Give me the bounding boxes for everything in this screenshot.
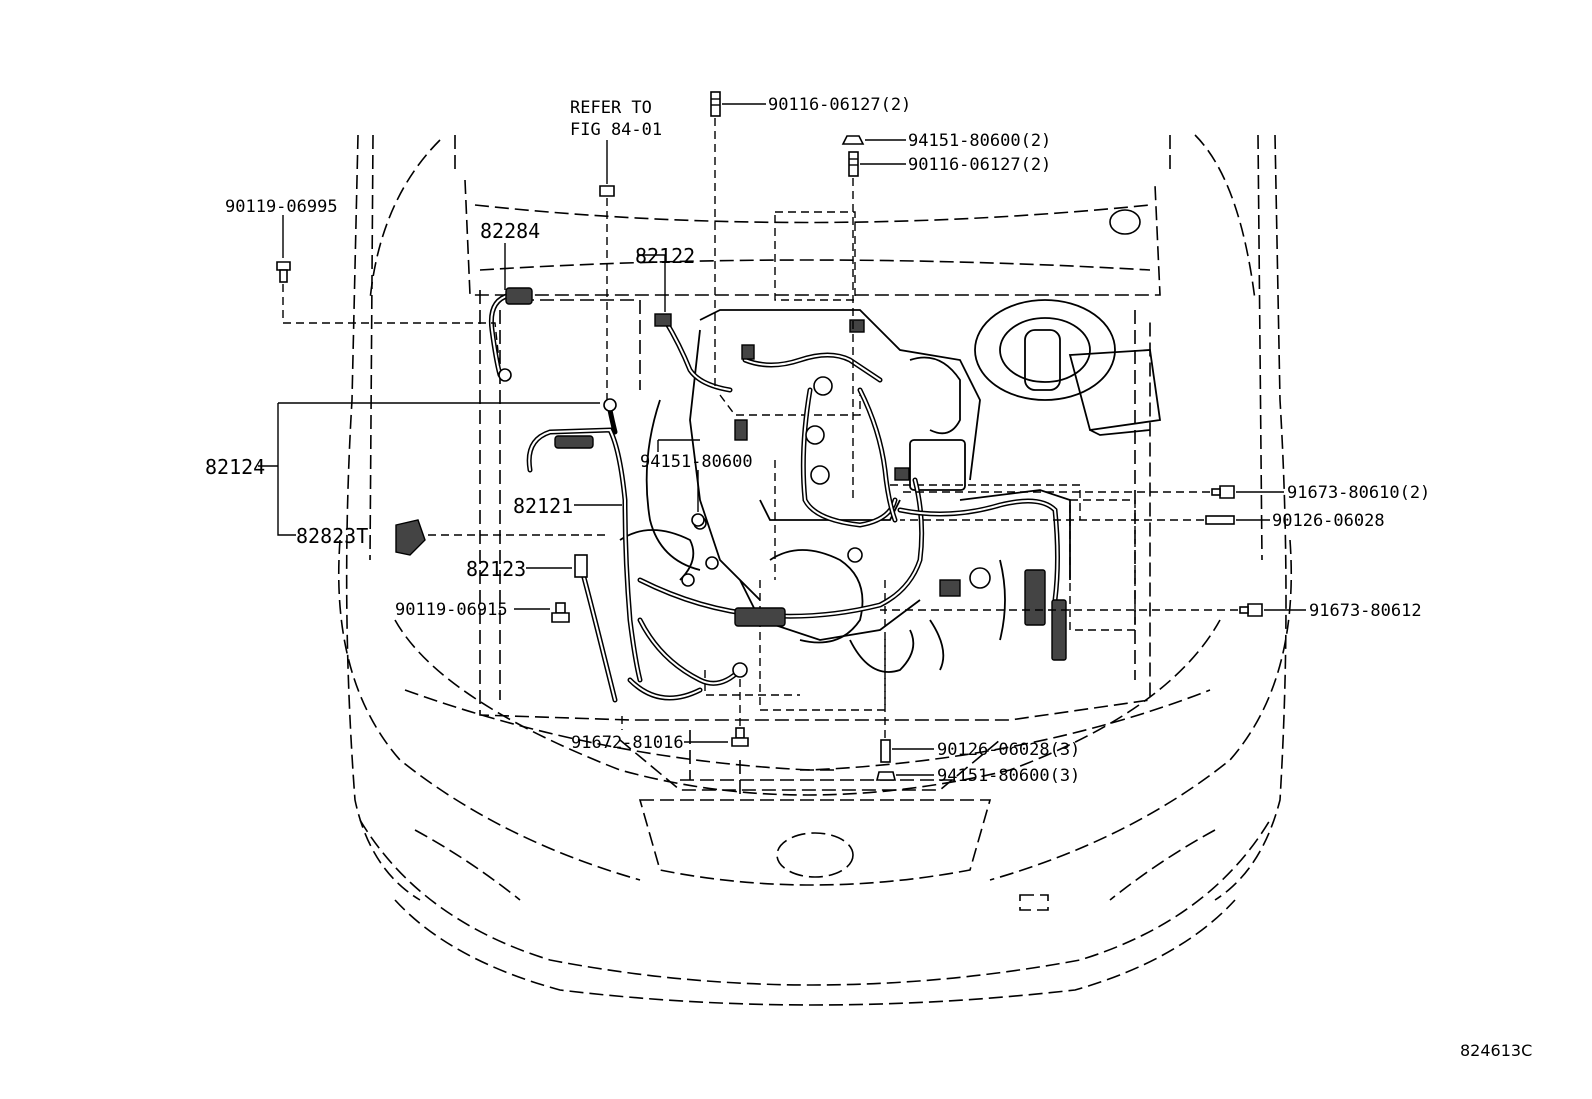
grommet-icon [395,519,426,556]
fasteners [276,91,1263,781]
refer-note-line1: REFER TO [570,98,652,118]
label-82123: 82123 [466,557,526,581]
wire-harness-82284 [488,287,533,382]
wire-harness-main [627,319,1067,701]
label-91672-81016: 91672-81016 [571,733,684,753]
label-90126-06028: 90126-06028 [1272,511,1385,531]
label-82121: 82121 [513,494,573,518]
label-90116-06127-mid: 90116-06127(2) [908,155,1051,175]
label-90119-06995: 90119-06995 [225,197,338,217]
label-94151-80600-3: 94151-80600(3) [937,766,1080,786]
nut-icon [841,135,865,145]
wire-harness-82122 [654,313,733,393]
label-90119-06915: 90119-06915 [395,600,508,620]
label-91673-80612: 91673-80612 [1309,601,1422,621]
label-94151-80600: 94151-80600 [640,452,753,472]
group-boxes [704,211,1081,711]
label-90116-06127-top: 90116-06127(2) [768,95,911,115]
label-82122: 82122 [635,244,695,268]
label-82284: 82284 [480,219,540,243]
engine-assembly [619,299,1162,673]
car-body-outline [337,134,1293,1006]
wire-harness-82123 [574,554,618,703]
label-82124: 82124 [205,455,265,479]
label-91673-80610-2: 91673-80610(2) [1287,483,1430,503]
refer-note-line2: FIG 84-01 [570,120,662,140]
label-94151-80600-2: 94151-80600(2) [908,131,1051,151]
figure-code: 824613C [1460,1041,1532,1060]
label-90126-06028-3: 90126-06028(3) [937,740,1080,760]
part-labels: REFER TO FIG 84-01 90119-06995 82284 821… [205,95,1532,1060]
leader-lines [258,103,1306,776]
wire-harness-82121 [526,398,643,683]
stud-icon [710,91,721,117]
label-82823T: 82823T [296,524,368,548]
